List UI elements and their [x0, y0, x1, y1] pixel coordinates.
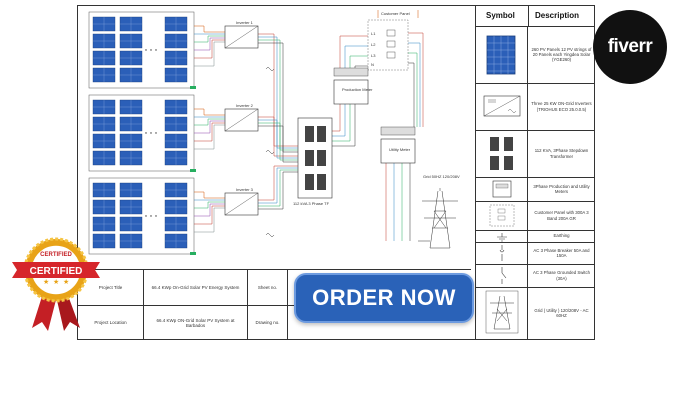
fiverr-logo[interactable]: fiverr	[593, 10, 667, 84]
sheet-no-label: Sheet no.	[248, 270, 288, 305]
svg-text:★: ★	[63, 278, 69, 286]
legend-desc: Customer Panel with 300A 3 Band 200A GR	[534, 210, 589, 221]
legend-desc: AC 3 Phase Breaker 50A and 150A	[533, 247, 590, 258]
svg-text:★: ★	[43, 278, 49, 286]
wiring	[190, 10, 430, 255]
legend-desc: Earthing	[553, 233, 570, 239]
legend-row-switch: AC 3 Phase Grounded Switch (30A)	[476, 264, 595, 288]
pv-arrays	[88, 11, 195, 255]
badge-ribbon-band	[12, 262, 100, 278]
inverter-label: Inverter 1	[236, 20, 254, 25]
grid-symbol	[476, 287, 528, 339]
fiverr-logo-text: fiverr	[607, 36, 653, 57]
project-title-value: 66.4 KWp On-Grid Solar PV Energy System	[144, 270, 248, 305]
inverter-3: Inverter 3	[224, 187, 259, 216]
legend-header: Symbol Description	[476, 6, 595, 27]
electrical-schematic: Inverter 1 Inverter 2 Inverter 3 Custome…	[88, 10, 460, 255]
description-header: Description	[535, 11, 580, 20]
switch-icon	[501, 267, 507, 284]
location-row: Project Location 66.4 KWp ON-Grid Solar …	[78, 305, 471, 340]
legend-row-meters: 3Phase Production and Utility Meters	[476, 177, 595, 202]
project-location-value: 66.4 KWp ON-Grid Solar PV System at Barb…	[144, 305, 248, 340]
symbol-header: Symbol	[486, 11, 515, 20]
svg-text:N: N	[371, 62, 374, 67]
svg-text:L2: L2	[371, 42, 376, 47]
meter-icon	[492, 180, 512, 198]
badge-top-text: CERTIFIED	[40, 252, 72, 258]
earthing-symbol	[476, 230, 528, 242]
customer-panel: Customer Panel L1 L2 L3 N	[367, 11, 410, 71]
transformer: 112 kVA 3 Phase TF	[293, 117, 333, 206]
svg-text:★: ★	[53, 278, 59, 286]
drawing-no-label: Drawing no.	[248, 305, 288, 340]
legend-row-inverter: Three 25 KW ON-Grid Inverters (TRIOHUS E…	[476, 83, 595, 131]
transformer-label: 112 kVA 3 Phase TF	[293, 201, 330, 206]
inverter-icon	[483, 95, 521, 117]
pv-array-block	[88, 177, 195, 255]
pv-array-block	[88, 11, 195, 89]
customer-panel-symbol	[476, 201, 528, 230]
order-now-button[interactable]: ORDER NOW	[294, 273, 474, 323]
utility-meter: Utility Meter	[380, 126, 416, 164]
project-location-label: Project Location	[78, 305, 144, 340]
breaker-symbol	[476, 242, 528, 264]
tower-icon	[485, 290, 519, 334]
title-block: Project Title 66.4 KWp On-Grid Solar PV …	[78, 269, 471, 340]
pv-panel-symbol	[476, 26, 528, 83]
legend-desc: Three 25 KW ON-Grid Inverters (TRIOHUS E…	[531, 101, 592, 112]
legend-desc: 260 PV Panels 12 PV strings of 20 Panels…	[531, 46, 592, 63]
inverter-label: Inverter 2	[236, 103, 254, 108]
symbol-legend: Symbol Description 260 PV Panels 12 PV s…	[475, 6, 595, 339]
grid-tower: Grid 50HZ 120/208V	[422, 174, 460, 249]
legend-desc: Grid ( Utility ) 120/208V - AC 60HZ	[534, 307, 589, 318]
certified-badge: CERTIFIED ★ ★ ★ CERTIFIED	[12, 237, 100, 331]
legend-row-grid: Grid ( Utility ) 120/208V - AC 60HZ	[476, 287, 595, 339]
ground-icon	[497, 233, 507, 242]
legend-row-pv-panel: 260 PV Panels 12 PV strings of 20 Panels…	[476, 26, 595, 84]
grid-label: Grid 50HZ 120/208V	[423, 174, 460, 179]
legend-row-transformer: 112 KVA, 3Phase Stepdown Transformer	[476, 130, 595, 178]
customer-panel-label: Customer Panel	[381, 11, 410, 16]
legend-row-earthing: Earthing	[476, 230, 595, 243]
inverter-label: Inverter 3	[236, 187, 254, 192]
order-now-label: ORDER NOW	[312, 285, 456, 310]
panel-icon	[489, 204, 515, 227]
meter-symbol	[476, 177, 528, 201]
svg-text:L3: L3	[371, 53, 376, 58]
pv-panel-icon	[486, 35, 516, 75]
inverter-2: Inverter 2	[224, 103, 259, 132]
switch-symbol	[476, 264, 528, 287]
transformer-icon	[490, 137, 513, 170]
utility-meter-label: Utility Meter	[389, 147, 411, 152]
title-row: Project Title 66.4 KWp On-Grid Solar PV …	[78, 270, 471, 306]
legend-row-breaker: AC 3 Phase Breaker 50A and 150A	[476, 242, 595, 265]
inverter-1: Inverter 1	[224, 20, 259, 49]
pv-array-block	[88, 94, 195, 172]
svg-text:L1: L1	[371, 31, 376, 36]
project-title-label: Project Title	[78, 270, 144, 305]
legend-desc: 112 KVA, 3Phase Stepdown Transformer	[534, 148, 589, 159]
transformer-symbol	[476, 130, 528, 177]
inverter-symbol	[476, 83, 528, 130]
breaker-icon	[499, 245, 505, 261]
legend-desc: AC 3 Phase Grounded Switch (30A)	[532, 270, 591, 281]
legend-row-customer-panel: Customer Panel with 300A 3 Band 200A GR	[476, 201, 595, 231]
badge-ribbon-text: CERTIFIED	[30, 266, 83, 277]
production-meter: Production Meter	[333, 67, 373, 105]
production-meter-label: Production Meter	[342, 87, 373, 92]
legend-desc: 3Phase Production and Utility Meters	[533, 183, 590, 194]
